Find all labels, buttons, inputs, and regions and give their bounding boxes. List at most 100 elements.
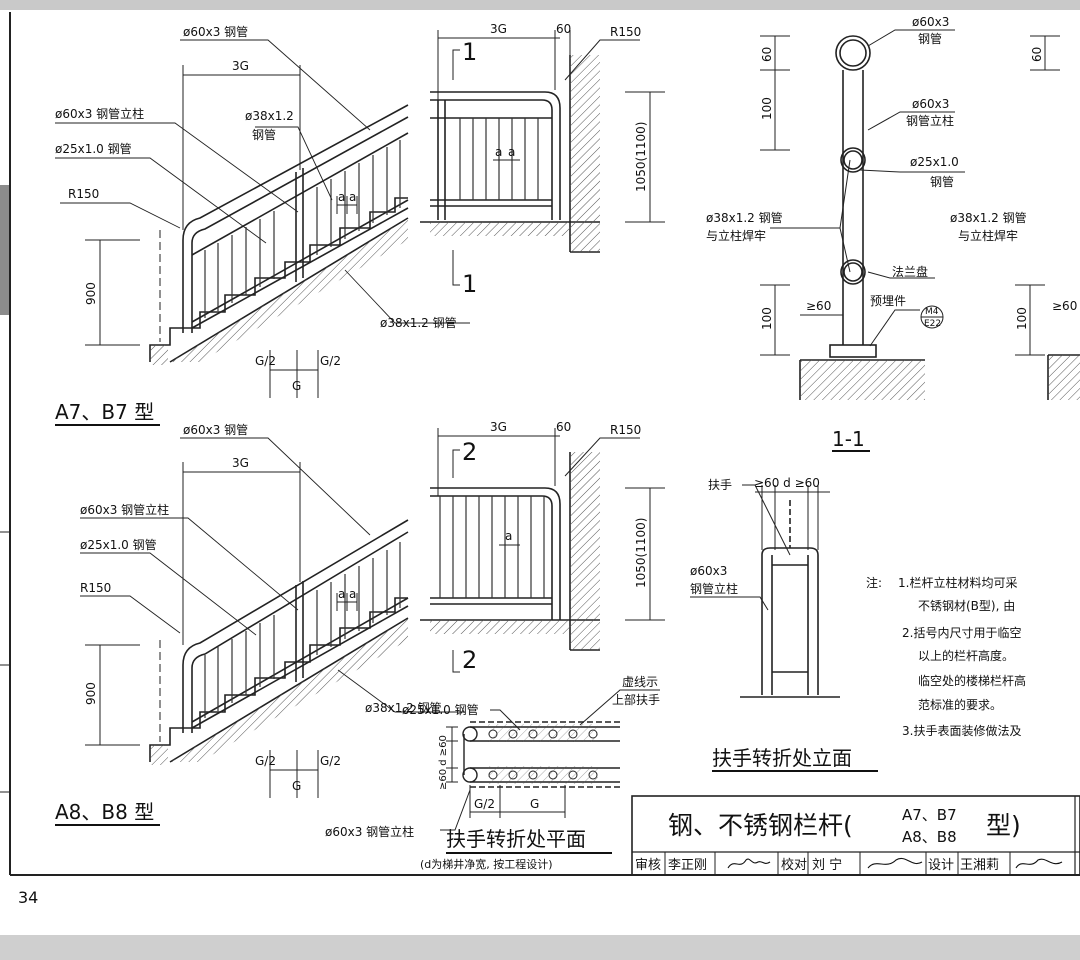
notes: 注: 1.栏杆立柱材料均可采 不锈钢材(B型), 由 2.括号内尺寸用于临空 以…	[866, 575, 1026, 738]
section-title: 1-1	[832, 427, 865, 451]
turn-plan-dashed-2: 上部扶手	[612, 692, 660, 707]
left-margin-strip	[0, 185, 10, 315]
section-post: ø60x3	[912, 97, 949, 111]
elev1-dim-a2: a	[508, 145, 515, 159]
notes-line-3: 2.括号内尺寸用于临空	[902, 625, 1021, 640]
section-post-2: 钢管立柱	[906, 113, 954, 128]
a7-radius-label: R150	[68, 187, 99, 201]
elev1-dim-60: 60	[556, 22, 571, 36]
a7-dim-900: 900	[84, 282, 98, 305]
turn-plan-dashed-1: 虚线示	[622, 675, 658, 689]
elev2-mark-top: 2	[462, 438, 477, 466]
section-mid-pipe: ø25x1.0	[910, 155, 959, 169]
section-weld-right-2: 与立柱焊牢	[958, 228, 1018, 243]
a7-dim-3g: 3G	[232, 59, 249, 73]
a8-post-label: ø60x3 钢管立柱	[80, 502, 169, 517]
title-block-signatures	[727, 858, 1063, 869]
notes-line-4: 以上的栏杆高度。	[918, 648, 1014, 663]
turn-plan-dim-g2: G/2	[474, 797, 495, 811]
section-dim-60: 60	[760, 47, 774, 62]
drawing-sheet: ø60x3 钢管 ø60x3 钢管立柱 ø25x1.0 钢管 R150 ø38x…	[0, 12, 1080, 907]
turn-plan-dim-vertical: ≥60 d ≥60	[438, 735, 449, 790]
elev2-dim-60: 60	[556, 420, 571, 434]
a8-dim-3g: 3G	[232, 456, 249, 470]
elev1-mark-top: 1	[462, 38, 477, 66]
elev1-radius: R150	[610, 25, 641, 39]
notes-prefix: 注:	[866, 575, 882, 590]
a8-dim-g2b: G/2	[320, 754, 341, 768]
elev2-mark-bottom: 2	[462, 646, 477, 674]
elev1-height: 1050(1100)	[634, 122, 648, 192]
title-main: 钢、不锈钢栏杆(	[668, 811, 853, 840]
section-dim-60-right: 60	[1030, 47, 1044, 62]
a7-dim-g2b: G/2	[320, 354, 341, 368]
section-bubble-bottom: E22	[924, 319, 941, 329]
section-dim-100-right: 100	[1015, 307, 1029, 330]
end-elevation-1	[420, 30, 665, 286]
notes-line-5: 临空处的楼梯栏杆高	[918, 673, 1026, 688]
check-name: 刘 宁	[812, 857, 842, 873]
a8-type-label: A8、B8 型	[55, 800, 154, 824]
section-bubble-top: M4	[925, 307, 939, 317]
a7-post-label: ø60x3 钢管立柱	[55, 106, 144, 121]
a7-dim-a1: a	[338, 190, 345, 204]
elev2-height: 1050(1100)	[634, 518, 648, 588]
section-dim-ge60: ≥60	[806, 299, 831, 313]
a8-stair-railing	[80, 437, 465, 798]
elev2-dim-a: a	[505, 529, 512, 543]
a7-mid-rail-label: ø25x1.0 钢管	[55, 141, 132, 156]
elev2-dim-3g: 3G	[490, 420, 507, 434]
turn-plan-mid-pipe: ø25x1.0 钢管	[402, 702, 479, 717]
a7-pipe38-label: ø38x1.2	[245, 109, 294, 123]
section-weld-left-2: 与立柱焊牢	[706, 228, 766, 243]
turn-elev-post: ø60x3	[690, 564, 727, 578]
a8-radius-label: R150	[80, 581, 111, 595]
design-name: 王湘莉	[960, 858, 999, 873]
turn-elev-post-2: 钢管立柱	[690, 581, 738, 596]
section-1-1	[760, 29, 1080, 452]
a8-dim-a1: a	[338, 587, 345, 601]
turn-elev-handrail: 扶手	[708, 477, 732, 492]
top-bar	[0, 0, 1080, 10]
turn-elev-dims: ≥60 d ≥60	[754, 476, 820, 490]
page-number: 34	[18, 888, 38, 907]
section-weld-right: ø38x1.2 钢管	[950, 210, 1027, 225]
elev1-mark-bottom: 1	[462, 270, 477, 298]
notes-line-2: 不锈钢材(B型), 由	[918, 599, 1015, 613]
title-type-2: A8、B8	[902, 828, 957, 846]
section-flange: 法兰盘	[892, 264, 928, 279]
section-weld-left: ø38x1.2 钢管	[706, 210, 783, 225]
a8-dim-900: 900	[84, 682, 98, 705]
a8-dim-g: G	[292, 779, 301, 793]
title-block	[631, 795, 1080, 876]
a7-top-rail-label: ø60x3 钢管	[183, 24, 248, 39]
a7-dim-a2: a	[349, 190, 356, 204]
turn-plan-subtitle: (d为梯井净宽, 按工程设计)	[420, 857, 553, 871]
a7-type-label: A7、B7 型	[55, 400, 154, 424]
section-dim-ge60-right: ≥60	[1052, 299, 1077, 313]
a8-mid-rail-label: ø25x1.0 钢管	[80, 537, 157, 552]
turn-plan-title: 扶手转折处平面	[446, 827, 586, 851]
section-dim-100a: 100	[760, 97, 774, 120]
turn-elev-title: 扶手转折处立面	[712, 746, 852, 770]
notes-line-1: 1.栏杆立柱材料均可采	[898, 575, 1017, 590]
turn-plan-post: ø60x3 钢管立柱	[325, 824, 414, 839]
a7-stair-railing	[55, 39, 470, 398]
a7-dim-g: G	[292, 379, 301, 393]
notes-line-7: 3.扶手表面装修做法及	[902, 723, 1021, 738]
elev2-radius: R150	[610, 423, 641, 437]
a8-bottom-rail-label: ø38x1.2 钢管	[365, 700, 442, 715]
notes-line-6: 范标准的要求。	[918, 697, 1002, 712]
section-top-pipe-2: 钢管	[918, 31, 942, 46]
turn-plan-dim-g: G	[530, 797, 539, 811]
a8-dim-g2a: G/2	[255, 754, 276, 768]
a7-bottom-rail-label: ø38x1.2 钢管	[380, 315, 457, 330]
a8-top-rail-label: ø60x3 钢管	[183, 422, 248, 437]
review-name: 李正刚	[668, 858, 707, 873]
a8-dim-a2: a	[349, 587, 356, 601]
turn-elevation	[690, 484, 840, 698]
section-dim-100b: 100	[760, 307, 774, 330]
section-top-pipe: ø60x3	[912, 15, 949, 29]
section-mid-pipe-2: 钢管	[930, 174, 954, 189]
a7-dim-g2a: G/2	[255, 354, 276, 368]
